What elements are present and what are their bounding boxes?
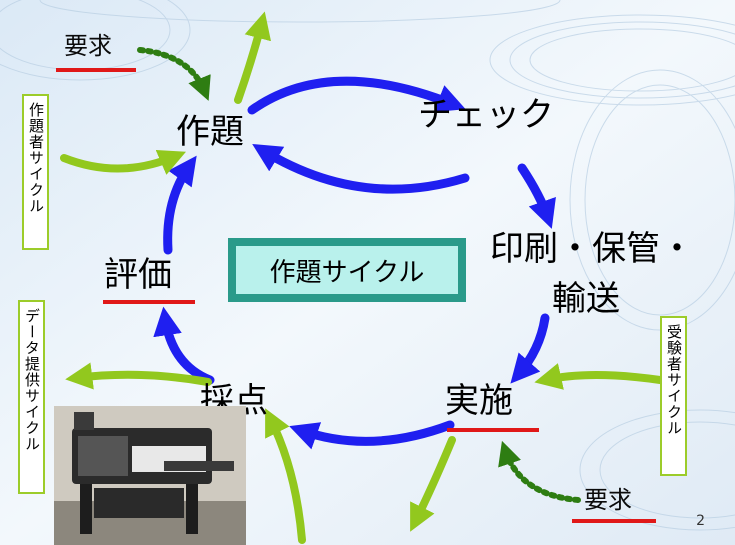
arrow-sakudai-to-check	[247, 76, 466, 115]
underline-request-bottom	[572, 519, 656, 523]
underline-request-top	[56, 68, 136, 72]
scanner-photo	[54, 406, 246, 545]
node-sakudai: 作題	[176, 112, 244, 152]
center-label: 作題サイクル	[236, 246, 458, 294]
arrow-request-bottom	[498, 440, 581, 503]
arrow-setter-in	[60, 149, 187, 175]
arrow-check-to-insatsu	[517, 163, 556, 229]
request-label-bottom: 要求	[584, 486, 632, 514]
label-data-cycle: データ提供サイクル	[18, 300, 45, 494]
page-number: 2	[696, 513, 705, 529]
arrow-request-top	[137, 47, 211, 101]
center-label-box: 作題サイクル	[228, 238, 466, 302]
scanner-machine-illustration	[54, 406, 246, 545]
arrow-bottom-in-saiten	[265, 408, 306, 544]
arrow-sakudai-out-top	[234, 11, 271, 104]
arrow-jisshi-to-saiten	[289, 420, 455, 450]
label-examinee-cycle: 受験者サイクル	[660, 316, 687, 476]
arrow-check-to-sakudai	[252, 143, 470, 194]
label-setter-cycle: 作題者サイクル	[22, 94, 49, 250]
arrow-examinee-in	[534, 363, 664, 390]
underline-jisshi	[447, 428, 539, 432]
node-insatsu-line1: 印刷・保管・	[490, 229, 694, 269]
arrow-jisshi-out-bottom	[410, 436, 456, 532]
node-hyoka: 評価	[104, 255, 172, 295]
node-insatsu-line2: 輸送	[552, 279, 620, 319]
node-jisshi: 実施	[445, 381, 513, 421]
underline-hyoka	[103, 300, 195, 304]
arrow-saiten-to-hyoka	[153, 306, 215, 385]
arrow-saiten-to-data	[65, 362, 212, 390]
node-check: チェック	[418, 95, 554, 135]
request-label-top: 要求	[64, 32, 112, 60]
arrow-insatsu-to-jisshi	[510, 313, 550, 384]
